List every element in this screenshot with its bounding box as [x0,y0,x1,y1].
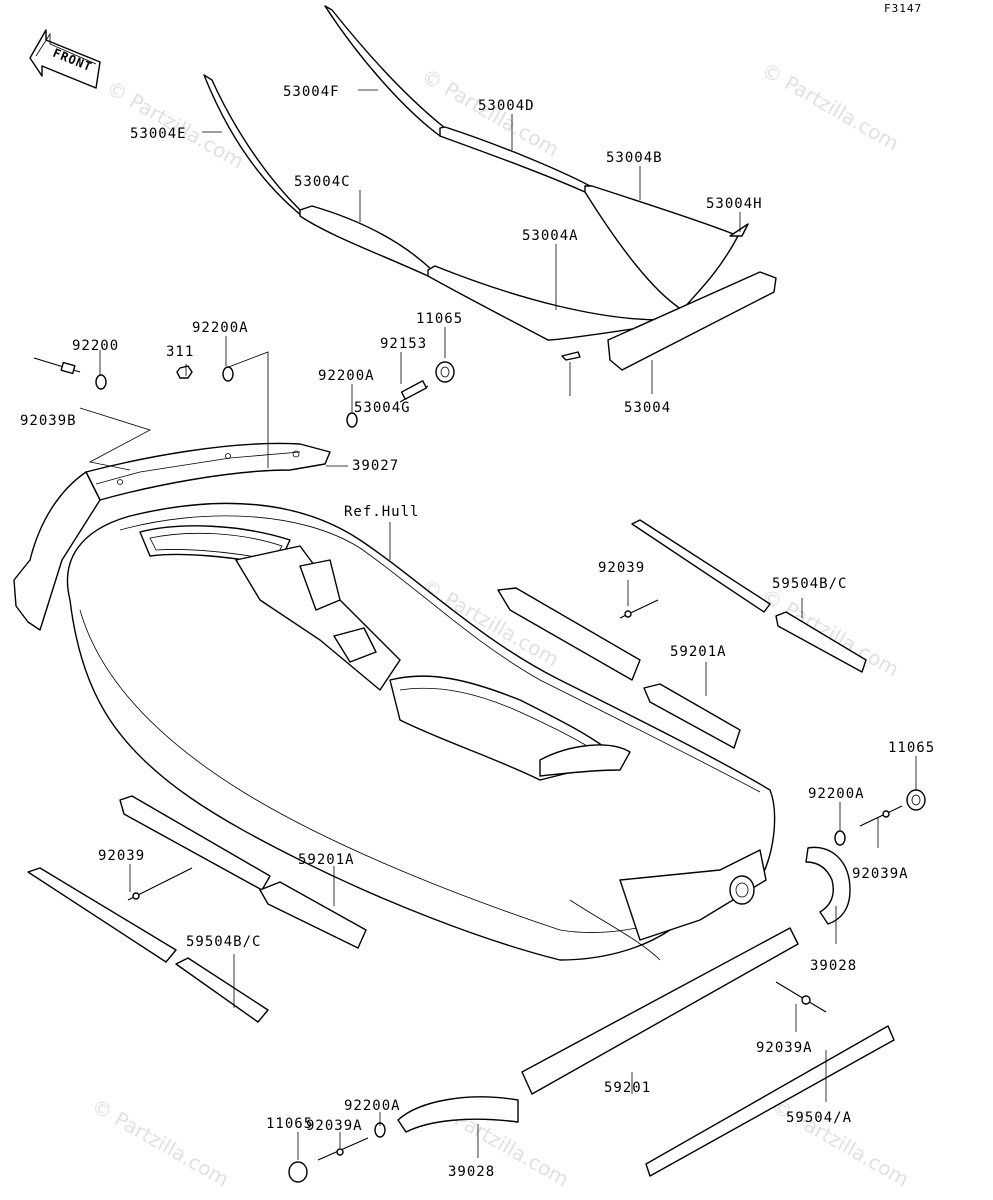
label-92039A-right: 92039A [852,866,909,882]
label-92200A-bottom: 92200A [344,1098,401,1114]
watermark: © Partzilla.com [758,584,904,682]
label-92039A-bottom2: 92039A [306,1118,363,1134]
label-92039B: 92039B [20,413,77,429]
part-labels: 53004F 53004D 53004E 53004B 53004C 53004… [20,84,935,1180]
rails-left [27,795,367,1023]
label-39028-bottom: 39028 [448,1164,495,1180]
label-53004A: 53004A [522,228,579,244]
label-53004: 53004 [624,400,671,416]
watermark: © Partzilla.com [103,76,249,174]
part-39027 [13,442,331,631]
front-arrow-icon: FRONT [29,29,101,89]
rails-bottom [521,927,895,1177]
label-92039-right: 92039 [598,560,645,576]
label-53004C: 53004C [294,174,351,190]
label-92200A-mid: 92200A [318,368,375,384]
label-92200A-top: 92200A [192,320,249,336]
watermark: © Partzilla.com [758,58,904,156]
fasteners-right [834,789,926,846]
label-59201: 59201 [604,1080,651,1096]
watermark: © Partzilla.com [768,1094,914,1192]
part-39028-right [805,846,851,925]
label-53004F: 53004F [283,84,340,100]
label-ref-hull: Ref.Hull [344,504,419,520]
fasteners-top [33,357,455,428]
label-59201A-left: 59201A [298,852,355,868]
label-59201A-right: 59201A [670,644,727,660]
label-11065-bottom: 11065 [266,1116,313,1132]
rails-right [497,519,867,749]
label-92039-left: 92039 [98,848,145,864]
label-53004D: 53004D [478,98,535,114]
label-39027: 39027 [352,458,399,474]
label-311: 311 [166,344,194,360]
diagram-code: F3147 [884,2,922,15]
watermark: © Partzilla.com [88,1094,234,1192]
label-53004E: 53004E [130,126,187,142]
label-92200A-right: 92200A [808,786,865,802]
label-53004H: 53004H [706,196,763,212]
label-53004B: 53004B [606,150,663,166]
seat-pads [203,5,777,371]
label-39028-right: 39028 [810,958,857,974]
leader-lines [79,89,917,1160]
label-53004G: 53004G [354,400,411,416]
label-59504BC-right: 59504B/C [772,576,847,592]
hull-outline [66,502,776,961]
part-39028-bottom [397,1096,519,1133]
label-59504A: 59504/A [786,1110,852,1126]
label-92039A-bottom: 92039A [756,1040,813,1056]
label-11065-right: 11065 [888,740,935,756]
label-92200: 92200 [72,338,119,354]
label-59504BC-left: 59504B/C [186,934,261,950]
label-92153: 92153 [380,336,427,352]
label-11065-top: 11065 [416,311,463,327]
